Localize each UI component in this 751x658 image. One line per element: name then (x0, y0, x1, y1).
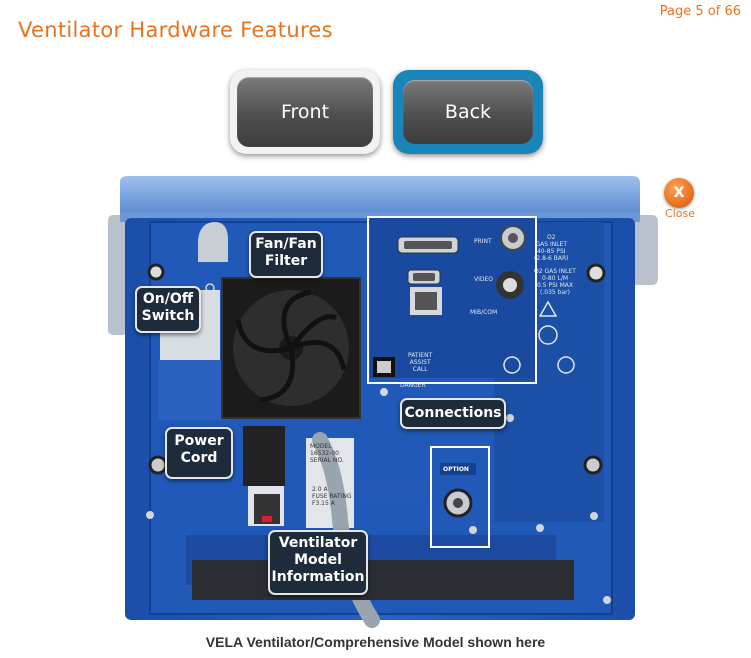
image-caption: VELA Ventilator/Comprehensive Model show… (205, 634, 546, 650)
page-title: Ventilator Hardware Features (18, 18, 333, 42)
o2-inlet-label: O2 GAS INLET 40-85 PSI (2.8-6 BAR) (534, 234, 569, 262)
print-port-label: PRINT (474, 238, 492, 245)
option-highlight (430, 446, 490, 548)
tab-back-frame: Back (393, 70, 543, 154)
video-port-label: VIDEO (474, 276, 494, 283)
page-indicator: Page 5 of 66 (659, 4, 741, 19)
tab-front[interactable]: Front (237, 77, 373, 147)
option-label: OPTION (443, 466, 469, 473)
model-tag-label: MODEL 16532-00 SERIAL NO. (310, 443, 344, 464)
connections-highlight (367, 216, 537, 384)
fuse-label: 2.0 A FUSE RATING F3.15 A (312, 486, 352, 507)
danger-label: DANGER (400, 382, 426, 389)
tab-front-frame: Front (230, 70, 380, 154)
close-label[interactable]: Close (665, 207, 695, 220)
close-icon[interactable]: X (664, 178, 694, 208)
tab-back[interactable]: Back (403, 80, 533, 144)
callout-connections[interactable]: Connections (400, 398, 506, 429)
o2-low-flow-label: O2 GAS INLET 0-80 L/M 0.5 PSI MAX (.035 … (534, 268, 576, 296)
mib-com-port-label: MIB/COM (470, 309, 498, 316)
patient-assist-label: PATIENT ASSIST CALL (408, 352, 433, 373)
